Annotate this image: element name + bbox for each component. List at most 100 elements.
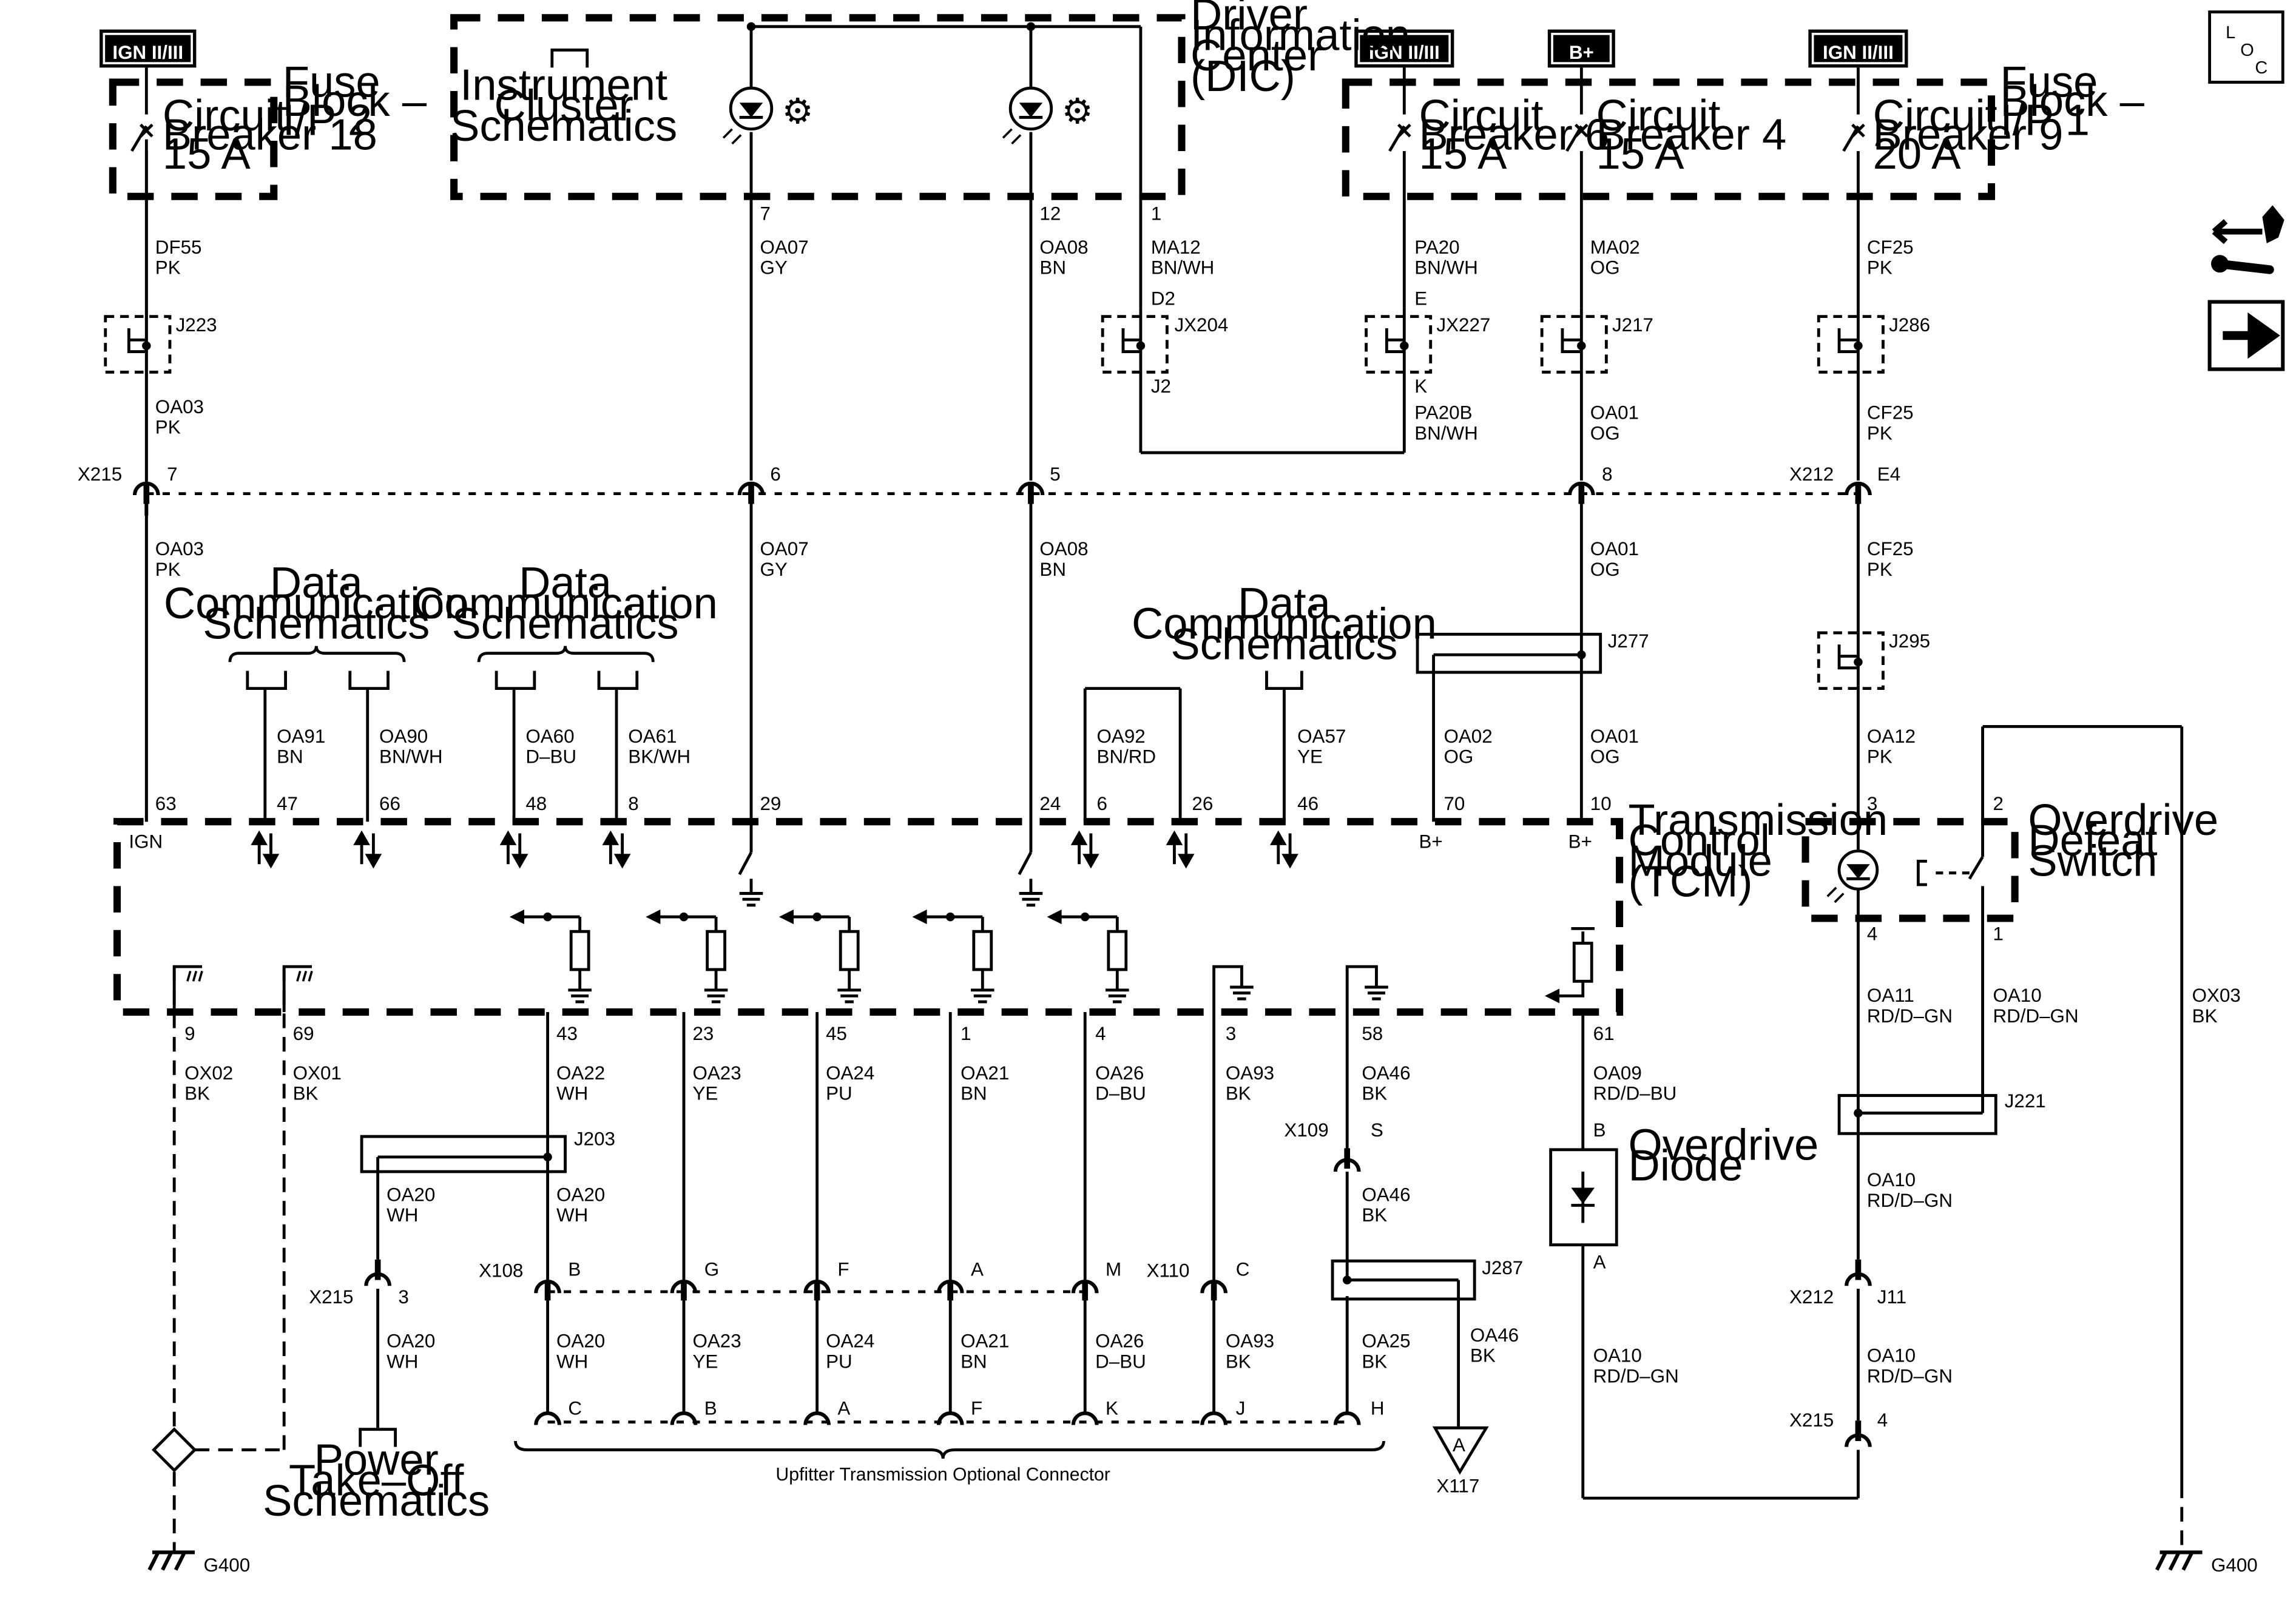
j295-label: J295 bbox=[1889, 630, 1930, 652]
x117-label: X117 bbox=[1436, 1475, 1479, 1496]
overdrive-diode-icon bbox=[1571, 1171, 1595, 1223]
pin-x108-a: A bbox=[971, 1258, 984, 1280]
pin-tcm-45: 45 bbox=[826, 1023, 847, 1044]
pto-connector bbox=[359, 1428, 397, 1447]
fuse-block-ip2-box bbox=[109, 78, 278, 200]
tcm-label: TransmissionControlModule(TCM) bbox=[1629, 795, 1888, 906]
x108-label: X108 bbox=[479, 1260, 523, 1281]
x215-bot-label: X215 bbox=[1789, 1409, 1834, 1431]
dic-lamp-2-icon: ⚙ bbox=[1002, 86, 1093, 145]
cb9-label: CircuitBreaker 920 A bbox=[1873, 91, 2064, 178]
pin-tcm-70: 70 bbox=[1443, 793, 1465, 814]
bplus-label: B+ bbox=[1569, 42, 1594, 63]
instrument-cluster-label: InstrumentClusterSchematics bbox=[450, 60, 677, 150]
j203-label: J203 bbox=[574, 1129, 615, 1150]
x110-label: X110 bbox=[1147, 1260, 1190, 1281]
dic-box bbox=[450, 14, 1186, 200]
pin-x215-6: 6 bbox=[770, 464, 780, 485]
pin-tcm-9: 9 bbox=[184, 1023, 195, 1044]
ign-mid-label: IGN II/III bbox=[1369, 42, 1440, 63]
pin-dic-12: 12 bbox=[1039, 203, 1061, 224]
g400-left-diamond bbox=[151, 1427, 197, 1473]
pin-tcm-43: 43 bbox=[556, 1023, 578, 1044]
fuse-block-ip2-label: FuseBlock –I/P 2 bbox=[283, 58, 427, 145]
data-comm-1-label: DataCommunicationSchematics bbox=[164, 558, 469, 649]
ground-g400-left-icon bbox=[147, 1550, 195, 1571]
pin-x110-c: C bbox=[1236, 1258, 1250, 1280]
pin-x108-f: F bbox=[837, 1258, 849, 1280]
pin-tcm-bplus-b: B+ bbox=[1568, 831, 1592, 852]
bplus-box bbox=[1547, 29, 1615, 68]
x117-triangle bbox=[1432, 1426, 1489, 1475]
pin-tcm-bplus-a: B+ bbox=[1419, 831, 1442, 852]
pin-dic-7: 7 bbox=[760, 203, 770, 224]
jx227-label: JX227 bbox=[1436, 314, 1490, 336]
pin-tcm-8: 8 bbox=[628, 793, 638, 814]
overdrive-switch-box bbox=[1801, 818, 2019, 922]
pin-tcm-3: 3 bbox=[1226, 1023, 1236, 1044]
splice-symbols bbox=[104, 315, 1885, 690]
overdrive-diode-label: OverdriveDiode bbox=[1629, 1121, 1819, 1190]
overdrive-defeat-switch-icon[interactable] bbox=[1916, 856, 1984, 886]
pin-jx204-d2: D2 bbox=[1151, 288, 1175, 309]
x109-label: X109 bbox=[1284, 1119, 1328, 1141]
circuit-breaker-6-symbol bbox=[1388, 67, 1411, 308]
pin-tcm-61: 61 bbox=[1593, 1023, 1615, 1044]
pin-x109-s: S bbox=[1371, 1119, 1383, 1141]
tcm-internal-switches bbox=[738, 851, 1043, 907]
pin-tcm-29: 29 bbox=[760, 793, 781, 814]
connector-pins-top bbox=[133, 481, 1872, 516]
pin-tcm-48: 48 bbox=[525, 793, 547, 814]
pin-up-b: B bbox=[704, 1398, 717, 1419]
overdrive-defeat-lamp-icon bbox=[1826, 849, 1879, 903]
tcm-driver-resistors bbox=[519, 915, 1129, 1004]
tcm-box bbox=[113, 818, 1624, 1016]
upfitter-label: Upfitter Transmission Optional Connector bbox=[775, 1465, 1110, 1485]
j203-shield bbox=[360, 1135, 567, 1173]
pin-tcm-47: 47 bbox=[277, 793, 298, 814]
ign-left-box bbox=[100, 29, 197, 68]
pin-tcm-10: 10 bbox=[1590, 793, 1612, 814]
locator-box bbox=[2208, 10, 2284, 84]
pin-x108-b: B bbox=[568, 1258, 581, 1280]
pin-tcm-1: 1 bbox=[961, 1023, 971, 1044]
pin-tcm-66: 66 bbox=[379, 793, 400, 814]
j277-shield bbox=[1416, 632, 1602, 674]
pin-up-k: K bbox=[1106, 1398, 1118, 1419]
fuse-block-ip1-label: FuseBlock –I/P 1 bbox=[2001, 58, 2145, 145]
pin-x215-7: 7 bbox=[167, 464, 177, 485]
dic-lamp-1-icon: ⚙ bbox=[722, 86, 814, 145]
pin-x117-a: A bbox=[1453, 1434, 1465, 1456]
pin-x212-e4: E4 bbox=[1877, 464, 1900, 485]
pin-tcm-24: 24 bbox=[1039, 793, 1061, 814]
pin-x108-m: M bbox=[1106, 1258, 1121, 1280]
pin-up-c: C bbox=[568, 1398, 582, 1419]
ign-right-box bbox=[1808, 29, 1908, 68]
pin-sw-3: 3 bbox=[1867, 793, 1877, 814]
